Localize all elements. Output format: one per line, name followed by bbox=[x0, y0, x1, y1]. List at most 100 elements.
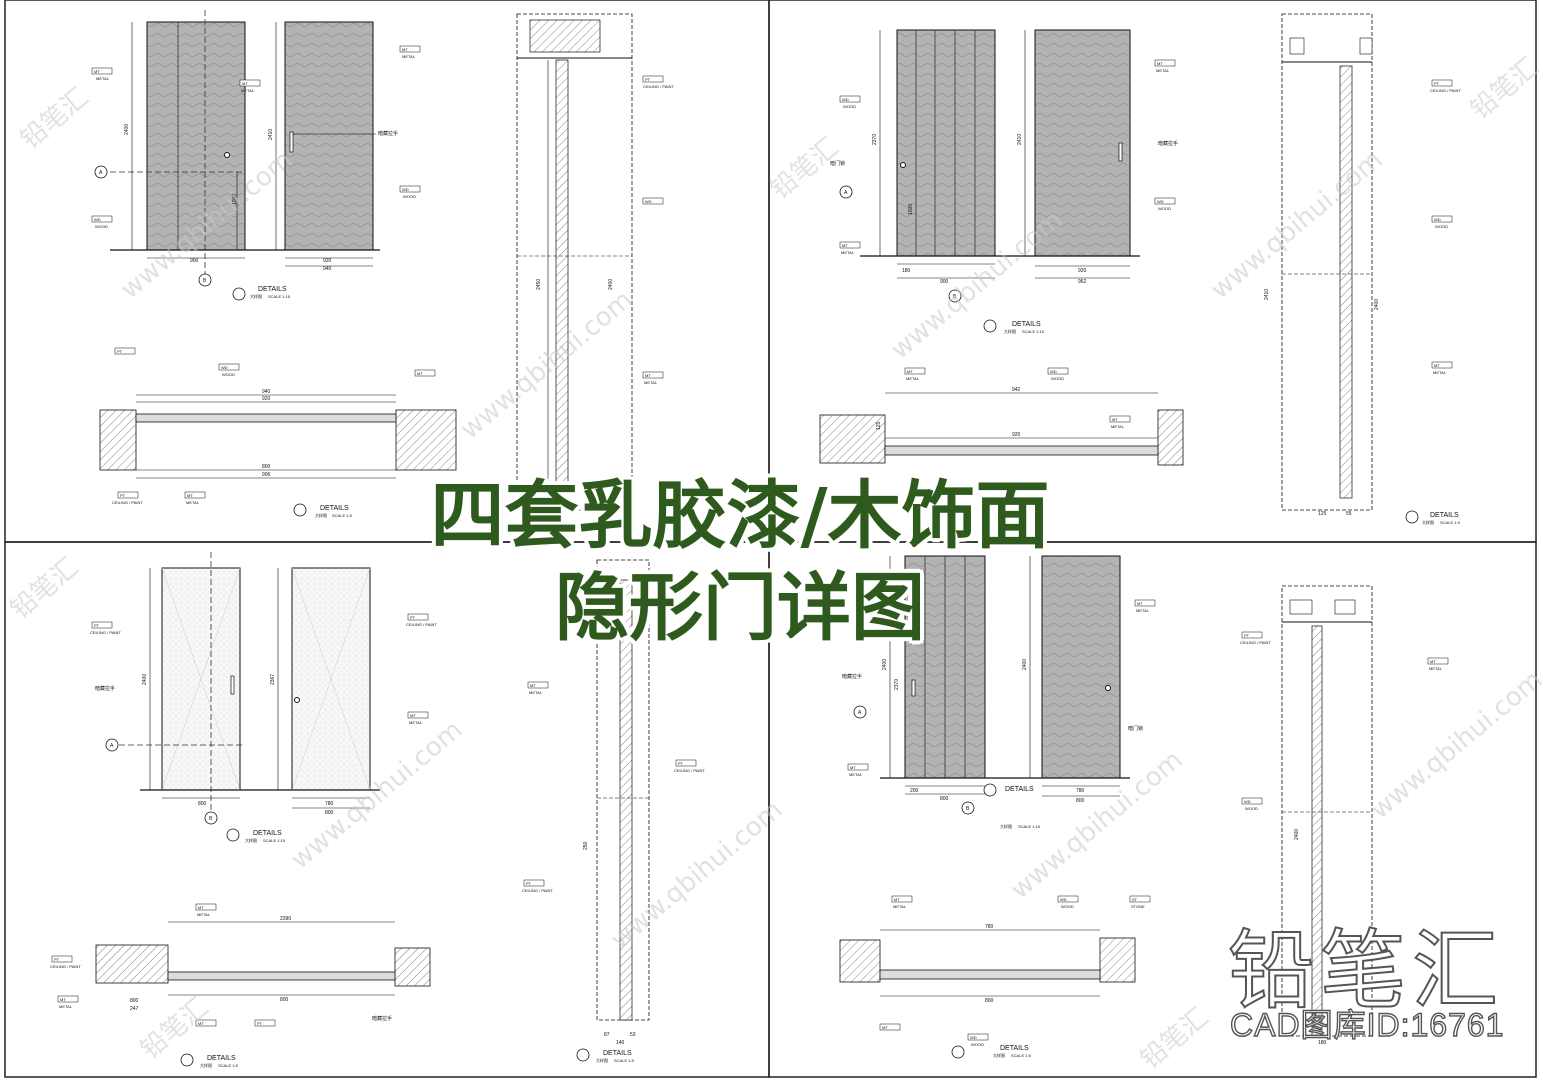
q2-callout-wd: WD bbox=[842, 97, 849, 102]
q2-vsec-details-big: 大样图 bbox=[1422, 519, 1434, 525]
q4-dim-width-a: 800 bbox=[940, 796, 949, 802]
q3-vsec-dim-53: 53 bbox=[630, 1032, 636, 1038]
q4-plan-callout-wood-2: WOOD bbox=[971, 1042, 984, 1047]
q2-callout-wood-2: WOOD bbox=[1158, 206, 1171, 211]
q2-details-big: 大样图 bbox=[1004, 328, 1016, 334]
frame-bottom-left bbox=[4, 541, 770, 1078]
q1-door-elevation-a bbox=[146, 21, 246, 251]
q3-plan-dim-800b: 800 bbox=[280, 997, 289, 1003]
q4-vsec-callout-pt: PT bbox=[1244, 633, 1250, 638]
watermark-cn-4: 铅笔汇 bbox=[5, 552, 84, 625]
q2-details-caption: DETAILS bbox=[1012, 321, 1041, 328]
q1-dim-width-b: 920 bbox=[323, 258, 332, 264]
q4-details-big: 大样图 bbox=[1000, 823, 1012, 829]
q1-plan-details-big: 大样图 bbox=[315, 512, 327, 518]
q1-plan-wall-right bbox=[395, 409, 457, 471]
watermark-cn-5: 铅笔汇 bbox=[135, 992, 214, 1065]
q4-plan-wall-right bbox=[1099, 937, 1136, 983]
q3-plan-callout-pt: PT bbox=[54, 957, 60, 962]
watermark-4: www.qbihui.com bbox=[1205, 145, 1388, 305]
q4-plan-callout-stone: STONE bbox=[1131, 904, 1145, 909]
q1-vertical-section bbox=[516, 13, 633, 511]
q2-plan-callout-mt: MT bbox=[907, 369, 913, 374]
q4-plan-callout-mt: MT bbox=[894, 897, 900, 902]
q3-details-caption: DETAILS bbox=[253, 830, 282, 837]
q2-section-tag-a: A bbox=[844, 190, 848, 196]
q3-callout-pt: PT bbox=[94, 623, 100, 628]
q3-plan-dim-250: 247 bbox=[130, 1006, 139, 1012]
q3-callout-mt: MT bbox=[410, 713, 416, 718]
q2-plan-callout-metal-2: METAL bbox=[1111, 424, 1125, 429]
q3-vsec-details-scale: SCALE 1:5 bbox=[614, 1058, 635, 1063]
q2-vsec-details-caption: DETAILS bbox=[1430, 512, 1459, 519]
q1-vsec-callout-mt: MT bbox=[645, 373, 651, 378]
q2-callout-wd-2: WD bbox=[1157, 199, 1164, 204]
q2-callout-mt: MT bbox=[842, 243, 848, 248]
watermark-cn-3: 铅笔汇 bbox=[1465, 52, 1543, 125]
q2-handle-label: 暗藏拉手 bbox=[1158, 140, 1178, 147]
q1-dim-height-a: 2400 bbox=[124, 124, 130, 135]
q3-plan-dim-800: 2390 bbox=[280, 916, 291, 922]
q1-details-big: 大样图 bbox=[250, 293, 262, 299]
q3-callout-pt-2: PT bbox=[410, 615, 416, 620]
q4-dim-strip: 200 bbox=[910, 788, 919, 794]
q3-vsec-dim-87: 87 bbox=[604, 1032, 610, 1038]
q1-vsec-dim: 2450 bbox=[536, 279, 542, 290]
q3-callout-metal: METAL bbox=[409, 720, 423, 725]
q2-vertical-section bbox=[1281, 13, 1373, 511]
q1-handle-label: 暗藏拉手 bbox=[378, 130, 398, 137]
q2-vsec-dim-125: 125 bbox=[1318, 511, 1327, 517]
q3-plan-wall-right bbox=[394, 947, 431, 987]
q3-handle-label: 暗藏拉手 bbox=[95, 685, 115, 692]
q2-plan-callout-wood: WOOD bbox=[1051, 376, 1064, 381]
q3-plan-details-scale: SCALE 1:5 bbox=[218, 1063, 239, 1068]
q3-dim-height-b: 2367 bbox=[270, 674, 276, 685]
q4-dim-height-a2: 2370 bbox=[894, 679, 900, 690]
q4-plan-callout-wood: WOOD bbox=[1061, 904, 1074, 909]
q1-plan-dim-940: 940 bbox=[262, 389, 271, 395]
q2-dim-height-b: 2410 bbox=[1017, 134, 1023, 145]
q4-callout-mt-2: MT bbox=[1137, 601, 1143, 606]
q2-vsec-callout-wood: WOOD bbox=[1435, 224, 1448, 229]
q2-vsec-dim-2: 2400 bbox=[1374, 299, 1380, 310]
q3-plan-callout-mt-3: MT bbox=[198, 1021, 204, 1026]
q3-plan-callout-pt-2: PT bbox=[257, 1021, 263, 1026]
q2-details-scale: SCALE 1:15 bbox=[1022, 329, 1045, 334]
q1-section-tag-b: B bbox=[203, 278, 207, 284]
q4-plan-dim-780: 780 bbox=[985, 924, 994, 930]
q3-vsec-dim-140: 140 bbox=[616, 1040, 625, 1046]
q4-vsec-callout-paint: CEILING / PAINT bbox=[1240, 640, 1271, 645]
q3-plan-callout-metal: METAL bbox=[59, 1004, 73, 1009]
q1-section-tag-a: A bbox=[99, 170, 103, 176]
q4-vertical-section bbox=[1281, 585, 1373, 1037]
q4-details-scale: SCALE 1:15 bbox=[1018, 824, 1041, 829]
q2-dim-height-a: 2370 bbox=[872, 134, 878, 145]
quadrant-3: 2400 2367 800 780 800 A B PT CEILING / P… bbox=[50, 552, 705, 1068]
q3-vsec-callout-metal: METAL bbox=[529, 690, 543, 695]
q1-plan-dim-920: 920 bbox=[262, 396, 271, 402]
q4-details-caption: DETAILS bbox=[1005, 786, 1034, 793]
q2-door-elevation-a bbox=[896, 29, 996, 257]
q2-vsec-details-scale: SCALE 1:5 bbox=[1440, 520, 1461, 525]
q1-callout-wood: WOOD bbox=[403, 194, 416, 199]
q3-section-tag-a: A bbox=[110, 743, 114, 749]
q2-plan-dim-125: 125 bbox=[876, 421, 882, 430]
q3-plan-callout-mt: MT bbox=[60, 997, 66, 1002]
q2-dim-handle: 1000 bbox=[908, 204, 914, 215]
q1-vsec-dim-2: 2400 bbox=[608, 279, 614, 290]
q3-details-scale: SCALE 1:15 bbox=[263, 838, 286, 843]
q3-plan-details-caption: DETAILS bbox=[207, 1055, 236, 1062]
q1-callout-wd: WD bbox=[402, 187, 409, 192]
q3-vsec-details-caption: DETAILS bbox=[603, 1050, 632, 1057]
q1-callout-wood-2: WOOD bbox=[95, 224, 108, 229]
q4-plan-dim-800: 800 bbox=[985, 998, 994, 1004]
q1-plan-details-scale: SCALE 1:5 bbox=[332, 513, 353, 518]
q4-plan-callout-st: ST bbox=[1132, 897, 1138, 902]
q3-plan-handle-label: 暗藏拉手 bbox=[372, 1015, 392, 1022]
q3-dim-width-a: 800 bbox=[198, 801, 207, 807]
watermark-cn-2: 铅笔汇 bbox=[765, 132, 844, 205]
q1-plan-wall-left bbox=[99, 409, 137, 471]
q4-callout-metal: METAL bbox=[849, 772, 863, 777]
q3-plan-door-leaf bbox=[167, 971, 396, 981]
q1-plan-callout-wood: WOOD bbox=[222, 372, 235, 377]
